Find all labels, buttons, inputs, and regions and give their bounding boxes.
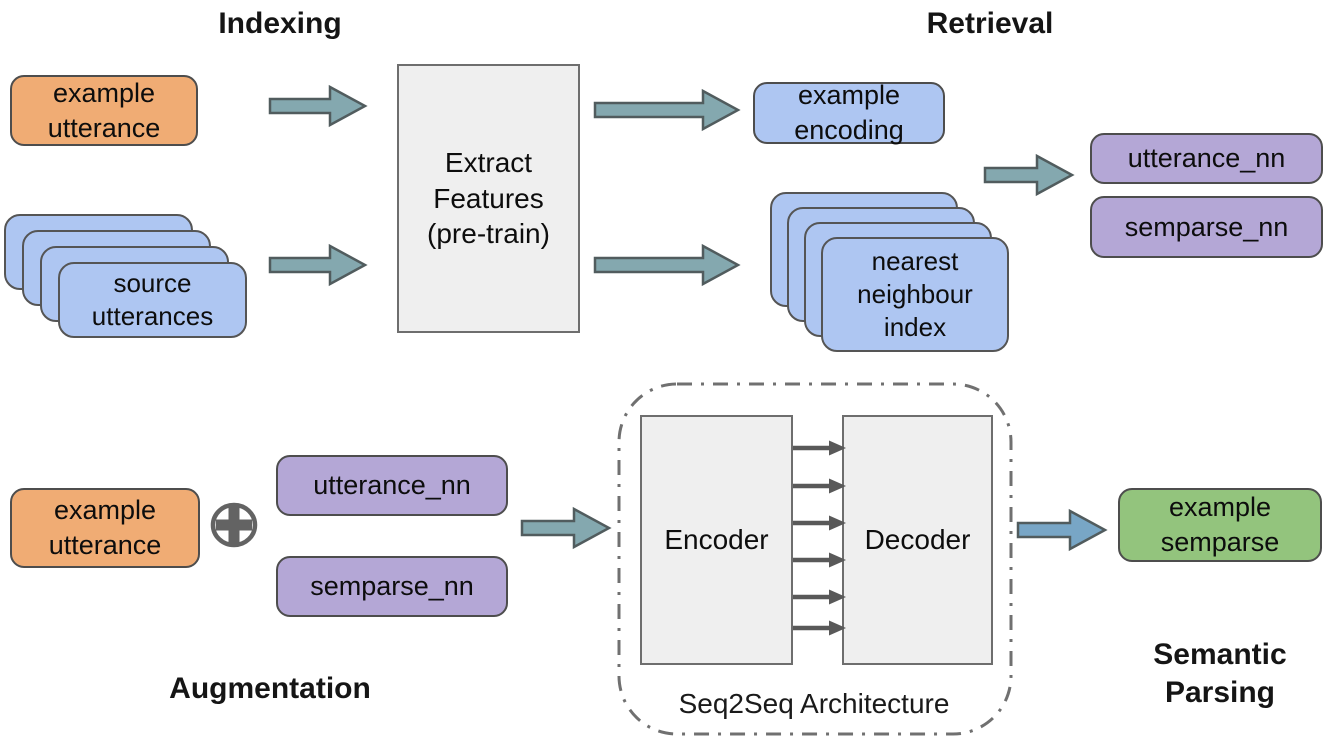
- arrow-example-to-extract-icon: [268, 84, 368, 128]
- utterance-nn-node-retrieval: utterance_nn: [1090, 133, 1323, 184]
- utterance-nn-node-augmentation: utterance_nn: [276, 455, 508, 516]
- nearest-neighbour-index-node: nearest neighbour index: [821, 237, 1009, 352]
- example-encoding-node: example encoding: [753, 80, 945, 145]
- encoder-node: Encoder: [640, 415, 793, 665]
- encoder-decoder-arrow-icon: [793, 620, 846, 636]
- extract-features-node: Extract Features (pre-train): [397, 64, 580, 333]
- source-utterances-node: source utterances: [58, 262, 247, 338]
- arrow-index-to-nn-icon: [983, 153, 1075, 197]
- encoder-decoder-arrow-icon: [793, 515, 846, 531]
- example-semparse-node: example semparse: [1118, 488, 1322, 562]
- encoder-decoder-arrow-icon: [793, 478, 846, 494]
- encoder-decoder-arrow-icon: [793, 589, 846, 605]
- arrow-augment-to-seq2seq-icon: [520, 506, 612, 550]
- arrow-extract-to-encoding-icon: [593, 88, 741, 132]
- augmentation-title: Augmentation: [169, 672, 371, 705]
- arrow-extract-to-index-icon: [593, 243, 741, 287]
- semantic-parsing-title: Semantic Parsing: [1153, 638, 1287, 709]
- arrow-seq2seq-to-semparse-icon: [1016, 508, 1108, 552]
- seq2seq-container-border: [617, 382, 1013, 736]
- indexing-title: Indexing: [218, 7, 342, 40]
- retrieval-title: Retrieval: [926, 7, 1054, 40]
- seq2seq-caption: Seq2Seq Architecture: [678, 688, 950, 719]
- example-utterance-node-augmentation: example utterance: [10, 488, 200, 568]
- plus-circle-icon: [210, 502, 258, 548]
- example-utterance-node-indexing: example utterance: [10, 75, 198, 146]
- decoder-node: Decoder: [842, 415, 993, 665]
- semparse-nn-node-retrieval: semparse_nn: [1090, 196, 1323, 258]
- encoder-decoder-arrow-icon: [793, 552, 846, 568]
- semparse-nn-node-augmentation: semparse_nn: [276, 556, 508, 617]
- arrow-sources-to-extract-icon: [268, 243, 368, 287]
- encoder-decoder-arrow-icon: [793, 440, 846, 456]
